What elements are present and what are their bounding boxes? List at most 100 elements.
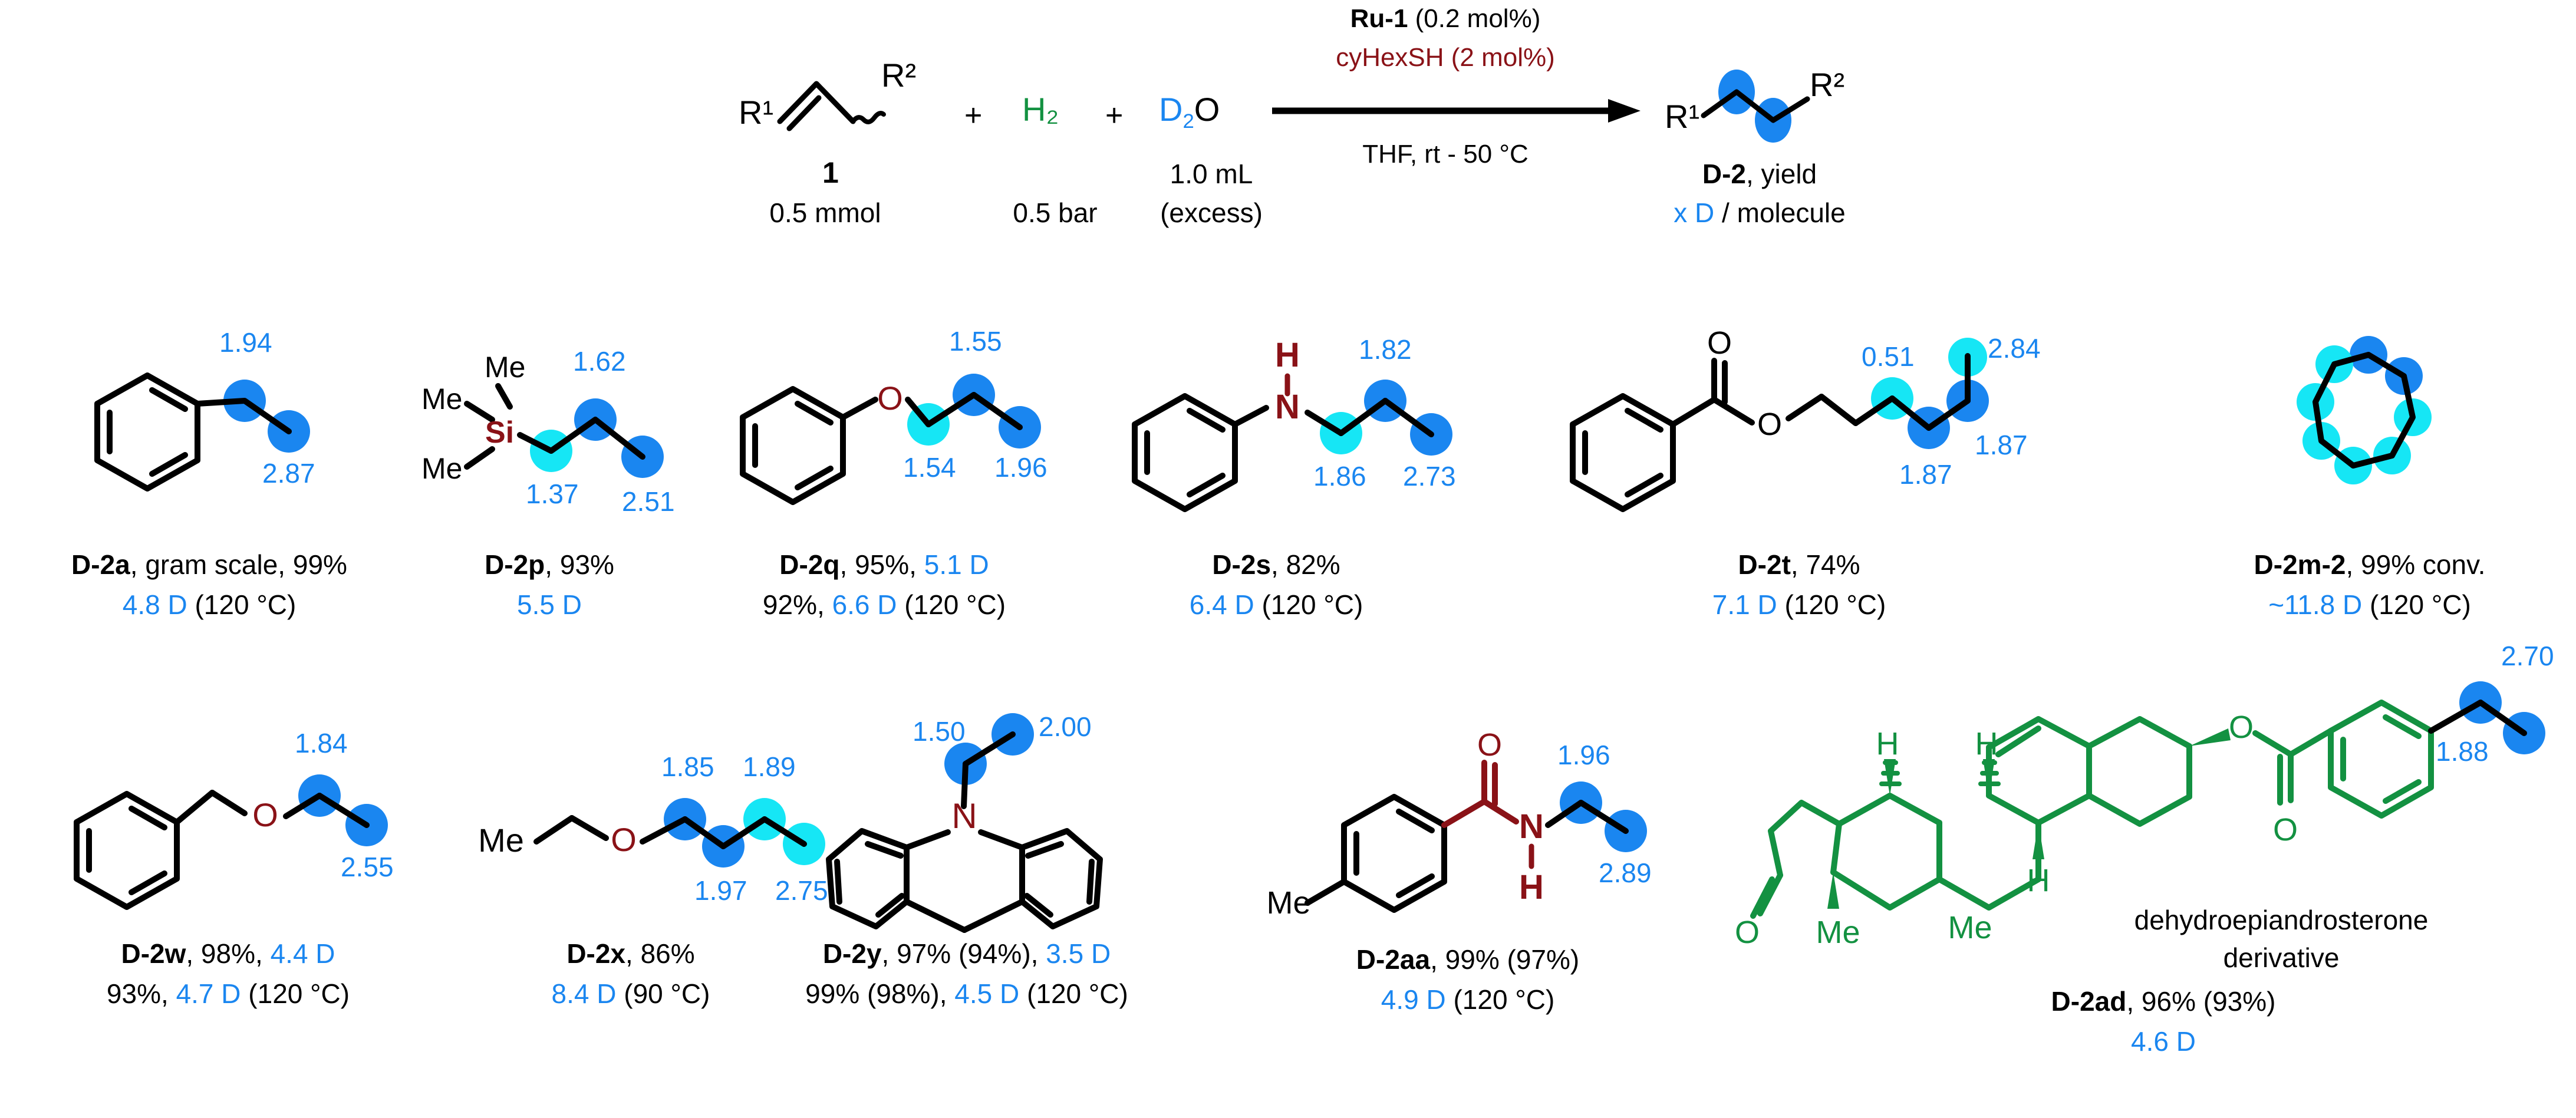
caption-line-1: D-2aa, 99% (97%) xyxy=(1356,946,1579,973)
d-label-1-88: 1.88 xyxy=(2436,736,2489,767)
product-card-d-2x: Me O 1.85 1.89 1.97 2.75 D-2x, 86% 8.4 D… xyxy=(454,737,831,1007)
angular-methyl-label-1: Me xyxy=(1816,915,1860,950)
amine-hydrogen-label: H xyxy=(1275,336,1300,374)
caption-line-1: D-2q, 95%, 5.1 D xyxy=(779,551,989,578)
compound-id: D-2ad xyxy=(2051,986,2127,1017)
d2o-excess-note: (excess) xyxy=(1160,197,1263,228)
d-label-2-73: 2.73 xyxy=(1403,461,1456,492)
amide-hydrogen-label: H xyxy=(1519,868,1544,906)
amide-nitrogen-label: N xyxy=(1519,807,1544,846)
product-structure xyxy=(1701,70,1810,143)
annotation-line-1: dehydroepiandrosterone xyxy=(2134,905,2429,935)
compound-id: D-2t xyxy=(1738,549,1791,580)
ester-oxygen-label: O xyxy=(2229,710,2254,745)
product-d-count: x D xyxy=(1674,197,1715,228)
compound-yield: , 86% xyxy=(625,938,695,969)
compound-yield: , 82% xyxy=(1271,549,1340,580)
catalyst-name: Ru-1 xyxy=(1350,4,1408,33)
product-r1-label: R¹ xyxy=(1665,98,1700,135)
catalyst-loading: (0.2 mol%) xyxy=(1408,4,1541,33)
d-label-1-37: 1.37 xyxy=(526,479,579,509)
d-count: 4.8 D xyxy=(122,589,187,620)
d-label-1-87-lower: 1.87 xyxy=(1899,459,1952,490)
caption-line-1: D-2ad, 96% (93%) xyxy=(2051,988,2276,1015)
caption-line-1: D-2w, 98%, 4.4 D xyxy=(121,940,335,967)
annotation-line-2: derivative xyxy=(2223,942,2340,973)
terminal-methyl-label: Me xyxy=(478,822,524,859)
d-count: ~11.8 D xyxy=(2268,589,2363,620)
tolyl-methyl-label: Me xyxy=(1266,885,1310,921)
compound-yield: , 93% xyxy=(545,549,614,580)
d-count-2: 4.5 D xyxy=(954,978,1020,1009)
stereo-hydrogen-label-1: H xyxy=(1876,726,1899,761)
d-2y-structure: N xyxy=(826,713,1103,933)
d-2aa-structure: Me O N H xyxy=(1266,727,1647,921)
product-card-d-2m-2: D-2m-2, 99% conv. ~11.8 D (120 °C) xyxy=(2246,330,2552,618)
yield-2: 92%, xyxy=(762,589,832,620)
product-name: D-2, yield xyxy=(1702,160,1817,187)
compound-id: D-2aa xyxy=(1356,944,1431,975)
substrate-amount: 0.5 mmol xyxy=(769,197,881,228)
product-card-d-2ad: H H H Me Me O O O 2.70 1.88 dehydroepian… xyxy=(1735,642,2558,1055)
caption-line-2: 5.5 D xyxy=(517,589,582,620)
stereo-hydrogen-label-3: H xyxy=(2027,863,2050,898)
condition-catalyst: Ru-1 (0.2 mol%) xyxy=(1350,6,1541,32)
product-card-d-2aa: Me O N H 1.96 2.89 D-2aa, 99% (97%) 4.9 … xyxy=(1266,719,1692,1013)
d-label-1-97: 1.97 xyxy=(694,875,747,906)
caption-line-1: D-2t, 74% xyxy=(1738,551,1860,578)
d-label-2-00: 2.00 xyxy=(1039,711,1092,742)
d-count: 4.6 D xyxy=(2131,1026,2196,1057)
product-card-d-2t: O O 0.51 2.84 1.87 1.87 D-2t, 74% 7.1 D … xyxy=(1562,325,2041,618)
substrate-alkene-structure xyxy=(777,81,886,131)
d2o-d: D xyxy=(1159,91,1183,128)
hydrogen-amount: 0.5 bar xyxy=(1013,197,1098,228)
oxygen-atom-label: O xyxy=(877,380,903,417)
d-label-1-96: 1.96 xyxy=(1557,740,1610,770)
compound-yield: , 74% xyxy=(1790,549,1860,580)
product-card-d-2q: O 1.55 1.54 1.96 D-2q, 95%, 5.1 D 92%, 6… xyxy=(707,328,1073,618)
ether-oxygen-label: O xyxy=(611,821,637,858)
substrate-r2-label: R² xyxy=(881,57,917,94)
temperature-note: (120 °C) xyxy=(1254,589,1363,620)
product-card-d-2y: N 1.50 2.00 D-2y, 97% (94%), 3.5 D 99% (… xyxy=(805,707,1261,1007)
product-deuterium-note: x D / molecule xyxy=(1674,199,1845,226)
ester-oxygen-label: O xyxy=(1757,407,1782,442)
compound-id: D-2q xyxy=(779,549,840,580)
product-card-d-2w: O 1.84 2.55 D-2w, 98%, 4.4 D 93%, 4.7 D … xyxy=(65,730,430,1007)
stereo-hydrogen-label-2: H xyxy=(1975,726,1998,761)
caption-line-2: 4.8 D (120 °C) xyxy=(123,591,297,618)
d-label-1-55: 1.55 xyxy=(949,326,1002,357)
temperature-note: (120 °C) xyxy=(2362,589,2471,620)
temperature-note: (120 °C) xyxy=(1777,589,1886,620)
d-count: 4.9 D xyxy=(1381,984,1446,1015)
compound-id: D-2s xyxy=(1212,549,1271,580)
d-label-1-94: 1.94 xyxy=(219,327,272,358)
caption-line-1: D-2m-2, 99% conv. xyxy=(2254,551,2486,578)
carbonyl-oxygen-label: O xyxy=(1707,325,1732,361)
caption-line-1: D-2p, 93% xyxy=(485,551,614,578)
me-label-left: Me xyxy=(421,382,463,415)
d-count: 8.4 D xyxy=(551,978,617,1009)
ether-oxygen-label: O xyxy=(252,796,278,833)
d-label-2-51: 2.51 xyxy=(622,486,675,517)
d2o-amount: 1.0 mL xyxy=(1170,159,1253,189)
product-id: D-2 xyxy=(1702,159,1746,189)
yield-2: 99% (98%), xyxy=(805,978,955,1009)
d-count-1: 5.1 D xyxy=(924,549,989,580)
d-2w-structure: O xyxy=(74,774,388,910)
d-label-1-96: 1.96 xyxy=(994,452,1047,483)
d-count: 7.1 D xyxy=(1712,589,1777,620)
d-label-2-55: 2.55 xyxy=(341,852,394,882)
plus-sign-1: + xyxy=(964,98,983,133)
d-label-2-89: 2.89 xyxy=(1599,858,1652,888)
compound-id: D-2a xyxy=(71,549,130,580)
compound-yield: , 99% conv. xyxy=(2346,549,2486,580)
silicon-atom-label: Si xyxy=(485,415,515,450)
d-label-1-82: 1.82 xyxy=(1359,334,1412,365)
hydrogen-reagent: H₂ xyxy=(1022,91,1059,128)
compound-yield: , 96% (93%) xyxy=(2126,986,2276,1017)
compound-yield: , 99% (97%) xyxy=(1430,944,1580,975)
temperature-note: (90 °C) xyxy=(616,978,710,1009)
temperature-note: (120 °C) xyxy=(241,978,350,1009)
d-label-1-86: 1.86 xyxy=(1313,461,1366,492)
